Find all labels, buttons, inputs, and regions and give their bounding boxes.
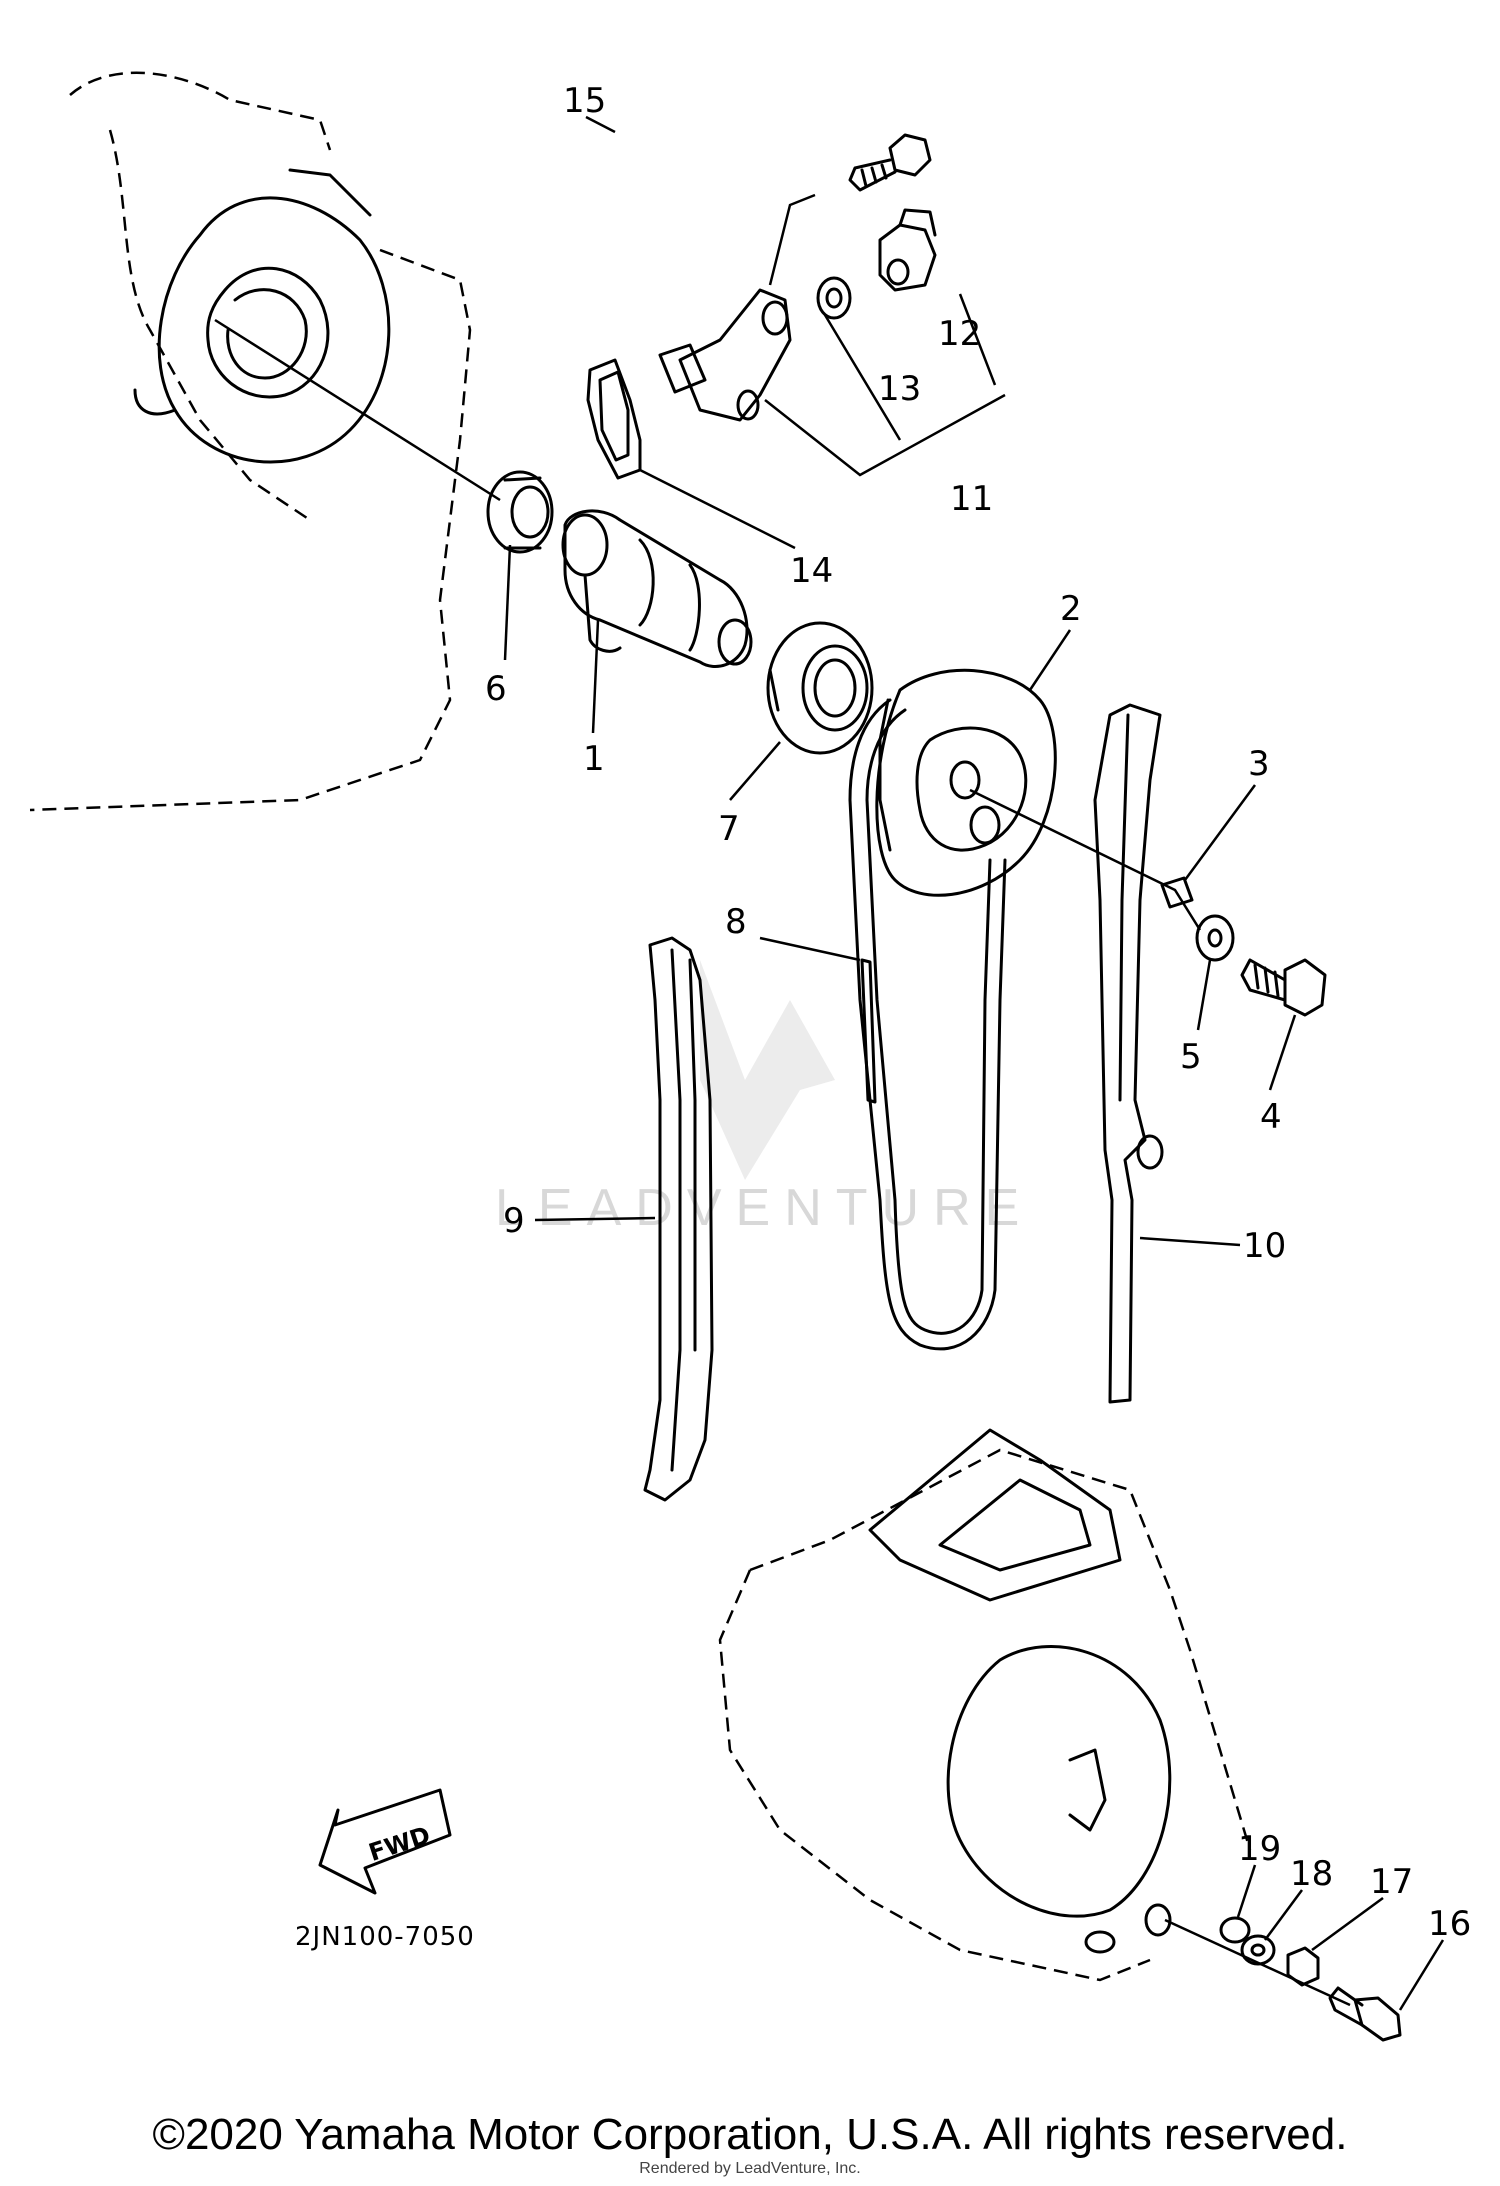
part-label-4: 4 xyxy=(1260,1097,1282,1137)
nut-17 xyxy=(1286,1946,1320,1987)
bolt-4 xyxy=(1240,958,1327,1017)
part-label-12: 12 xyxy=(938,314,981,354)
part-label-1: 1 xyxy=(583,739,605,779)
cam-chain-8 xyxy=(848,698,1007,1351)
cam-sprocket-2 xyxy=(875,668,1057,897)
diagram-code: 2JN100-7050 xyxy=(295,1922,475,1952)
bolt-15 xyxy=(848,133,932,192)
crankcase-illustration xyxy=(718,1428,1252,1982)
bearing-6 xyxy=(486,470,554,554)
part-label-5: 5 xyxy=(1180,1037,1202,1077)
gasket-14 xyxy=(586,358,642,480)
bearing-7 xyxy=(766,621,874,755)
part-label-19: 19 xyxy=(1238,1829,1281,1869)
fwd-label: FWD xyxy=(365,1821,433,1867)
part-label-2: 2 xyxy=(1060,589,1082,629)
fwd-arrow-icon: FWD xyxy=(318,1788,452,1895)
o-ring-19 xyxy=(1219,1916,1251,1944)
watermark: LEADVENTURE xyxy=(495,960,1033,1237)
cam-chain-tensioner-11 xyxy=(658,288,792,422)
part-label-8: 8 xyxy=(725,902,747,942)
watermark-text: LEADVENTURE xyxy=(495,1179,1033,1237)
part-label-14: 14 xyxy=(790,551,833,591)
chain-guide-9 xyxy=(643,936,714,1502)
part-label-7: 7 xyxy=(718,809,740,849)
washer-18 xyxy=(1240,1934,1276,1966)
part-label-17: 17 xyxy=(1370,1862,1413,1902)
washer-13 xyxy=(816,276,852,320)
part-label-10: 10 xyxy=(1243,1226,1286,1266)
part-label-9: 9 xyxy=(503,1201,525,1241)
part-label-3: 3 xyxy=(1248,744,1270,784)
axis-line-camshaft xyxy=(214,318,501,502)
part-label-11: 11 xyxy=(950,479,993,519)
part-label-15: 15 xyxy=(563,81,606,121)
leader-lines xyxy=(503,115,1445,2011)
part-label-13: 13 xyxy=(878,369,921,409)
chain-guide-10 xyxy=(1093,703,1164,1404)
cylinder-head-illustration xyxy=(29,71,472,812)
camshaft-1 xyxy=(561,509,753,668)
rendered-by-notice: Rendered by LeadVenture, Inc. xyxy=(639,2160,861,2177)
part-label-16: 16 xyxy=(1428,1904,1471,1944)
part-label-18: 18 xyxy=(1290,1854,1333,1894)
dowel-pin-3 xyxy=(1160,876,1194,909)
washer-5 xyxy=(1195,914,1235,962)
copyright-notice: ©2020 Yamaha Motor Corporation, U.S.A. A… xyxy=(152,2110,1348,2159)
bolt-16 xyxy=(1328,1986,1402,2042)
cap-bolt-12 xyxy=(878,208,937,292)
axis-line-lower xyxy=(1164,1918,1351,2007)
axis-line-sprocket xyxy=(969,788,1202,931)
part-label-6: 6 xyxy=(485,669,507,709)
